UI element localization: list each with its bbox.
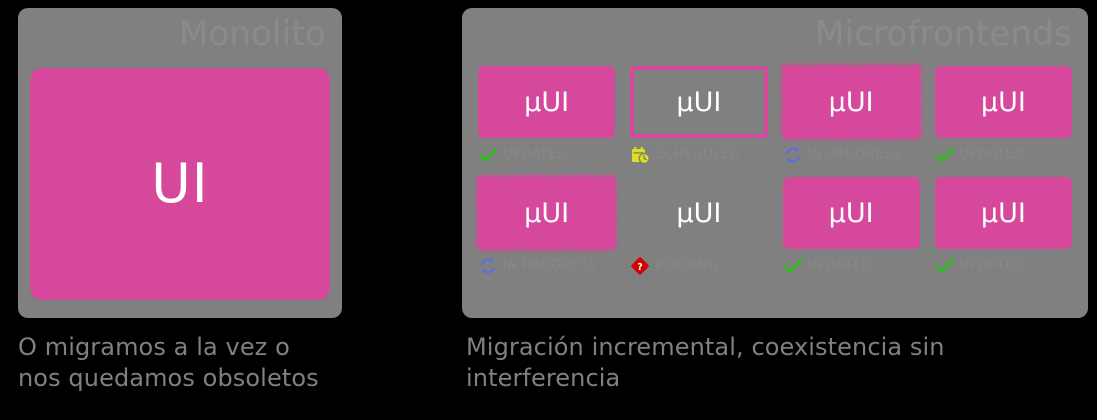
microfrontend-status-label: SCHEDULED [655,147,741,162]
microfrontend-box[interactable]: μUI [934,177,1072,249]
check-icon [935,145,955,165]
microfrontends-grid: μUI UPDATED μUI SCHEDULED μUI IN PROGRESS μUI U… [474,63,1072,278]
microfrontend-status: IN PROGRESS [478,254,615,278]
calendar-clock-icon [630,145,651,165]
microfrontend-status: ? PENDING [630,254,767,278]
microfrontend-cell[interactable]: μUI UPDATED [934,177,1072,278]
microfrontend-box[interactable]: μUI [630,177,767,249]
microfrontend-status: UPDATED [935,143,1072,167]
monolith-caption: O migramos a la vez o nos quedamos obsol… [18,332,418,394]
microfrontends-panel-title: Microfrontends [815,14,1072,54]
check-icon [782,256,803,276]
check-icon [935,256,955,276]
microfrontend-status-label: IN PROGRESS [503,258,598,273]
svg-text:?: ? [637,262,643,273]
microfrontend-status: UPDATED [478,143,615,167]
microfrontend-label: μUI [676,86,722,118]
microfrontend-cell[interactable]: μUI SCHEDULED [630,66,768,167]
microfrontend-label: μUI [828,197,874,229]
monolith-panel: Monolito UI [18,8,342,318]
question-diamond-icon: ? [630,256,650,276]
microfrontend-status-label: UPDATED [959,258,1025,273]
check-icon [478,145,498,165]
microfrontend-box[interactable]: μUI [782,177,920,249]
microfrontend-cell[interactable]: μUI? PENDING [630,177,767,278]
microfrontend-status: IN PROGRESS [783,143,920,167]
microfrontends-caption-line-2: interferencia [466,364,621,392]
microfrontend-status-label: UPDATED [807,258,873,273]
microfrontend-status-label: PENDING [655,258,719,273]
microfrontend-label: μUI [980,197,1026,229]
microfrontend-status-label: UPDATED [959,147,1025,162]
microfrontend-status-label: IN PROGRESS [807,147,902,162]
microfrontend-cell[interactable]: μUI IN PROGRESS [474,174,619,278]
microfrontend-label: μUI [980,86,1026,118]
microfrontend-status: UPDATED [935,254,1072,278]
microfrontend-box[interactable]: μUI [779,63,924,141]
microfrontend-label: μUI [676,197,722,229]
microfrontend-box[interactable]: μUI [478,66,616,138]
sync-icon [783,145,803,165]
microfrontend-box[interactable]: μUI [630,66,768,138]
microfrontend-cell[interactable]: μUI UPDATED [934,66,1072,167]
microfrontend-status-label: UPDATED [503,147,568,162]
microfrontends-caption-line-1: Migración incremental, coexistencia sin [466,333,945,361]
microfrontend-status: UPDATED [782,254,920,278]
monolith-panel-title: Monolito [178,14,326,54]
microfrontend-cell[interactable]: μUI IN PROGRESS [779,63,924,167]
monolith-caption-line-2: nos quedamos obsoletos [18,364,319,392]
microfrontend-box[interactable]: μUI [474,174,619,252]
monolith-ui-label: UI [151,152,209,215]
microfrontend-label: μUI [828,86,874,118]
monolith-caption-line-1: O migramos a la vez o [18,333,290,361]
microfrontend-label: μUI [524,86,570,118]
monolith-ui-block: UI [30,68,330,300]
microfrontend-label: μUI [524,197,570,229]
microfrontend-status: SCHEDULED [630,143,767,167]
sync-icon [478,256,498,276]
microfrontend-box[interactable]: μUI [934,66,1072,138]
microfrontend-cell[interactable]: μUI UPDATED [782,177,920,278]
microfrontend-cell[interactable]: μUI UPDATED [478,66,616,167]
microfrontends-caption: Migración incremental, coexistencia sin … [466,332,1066,394]
